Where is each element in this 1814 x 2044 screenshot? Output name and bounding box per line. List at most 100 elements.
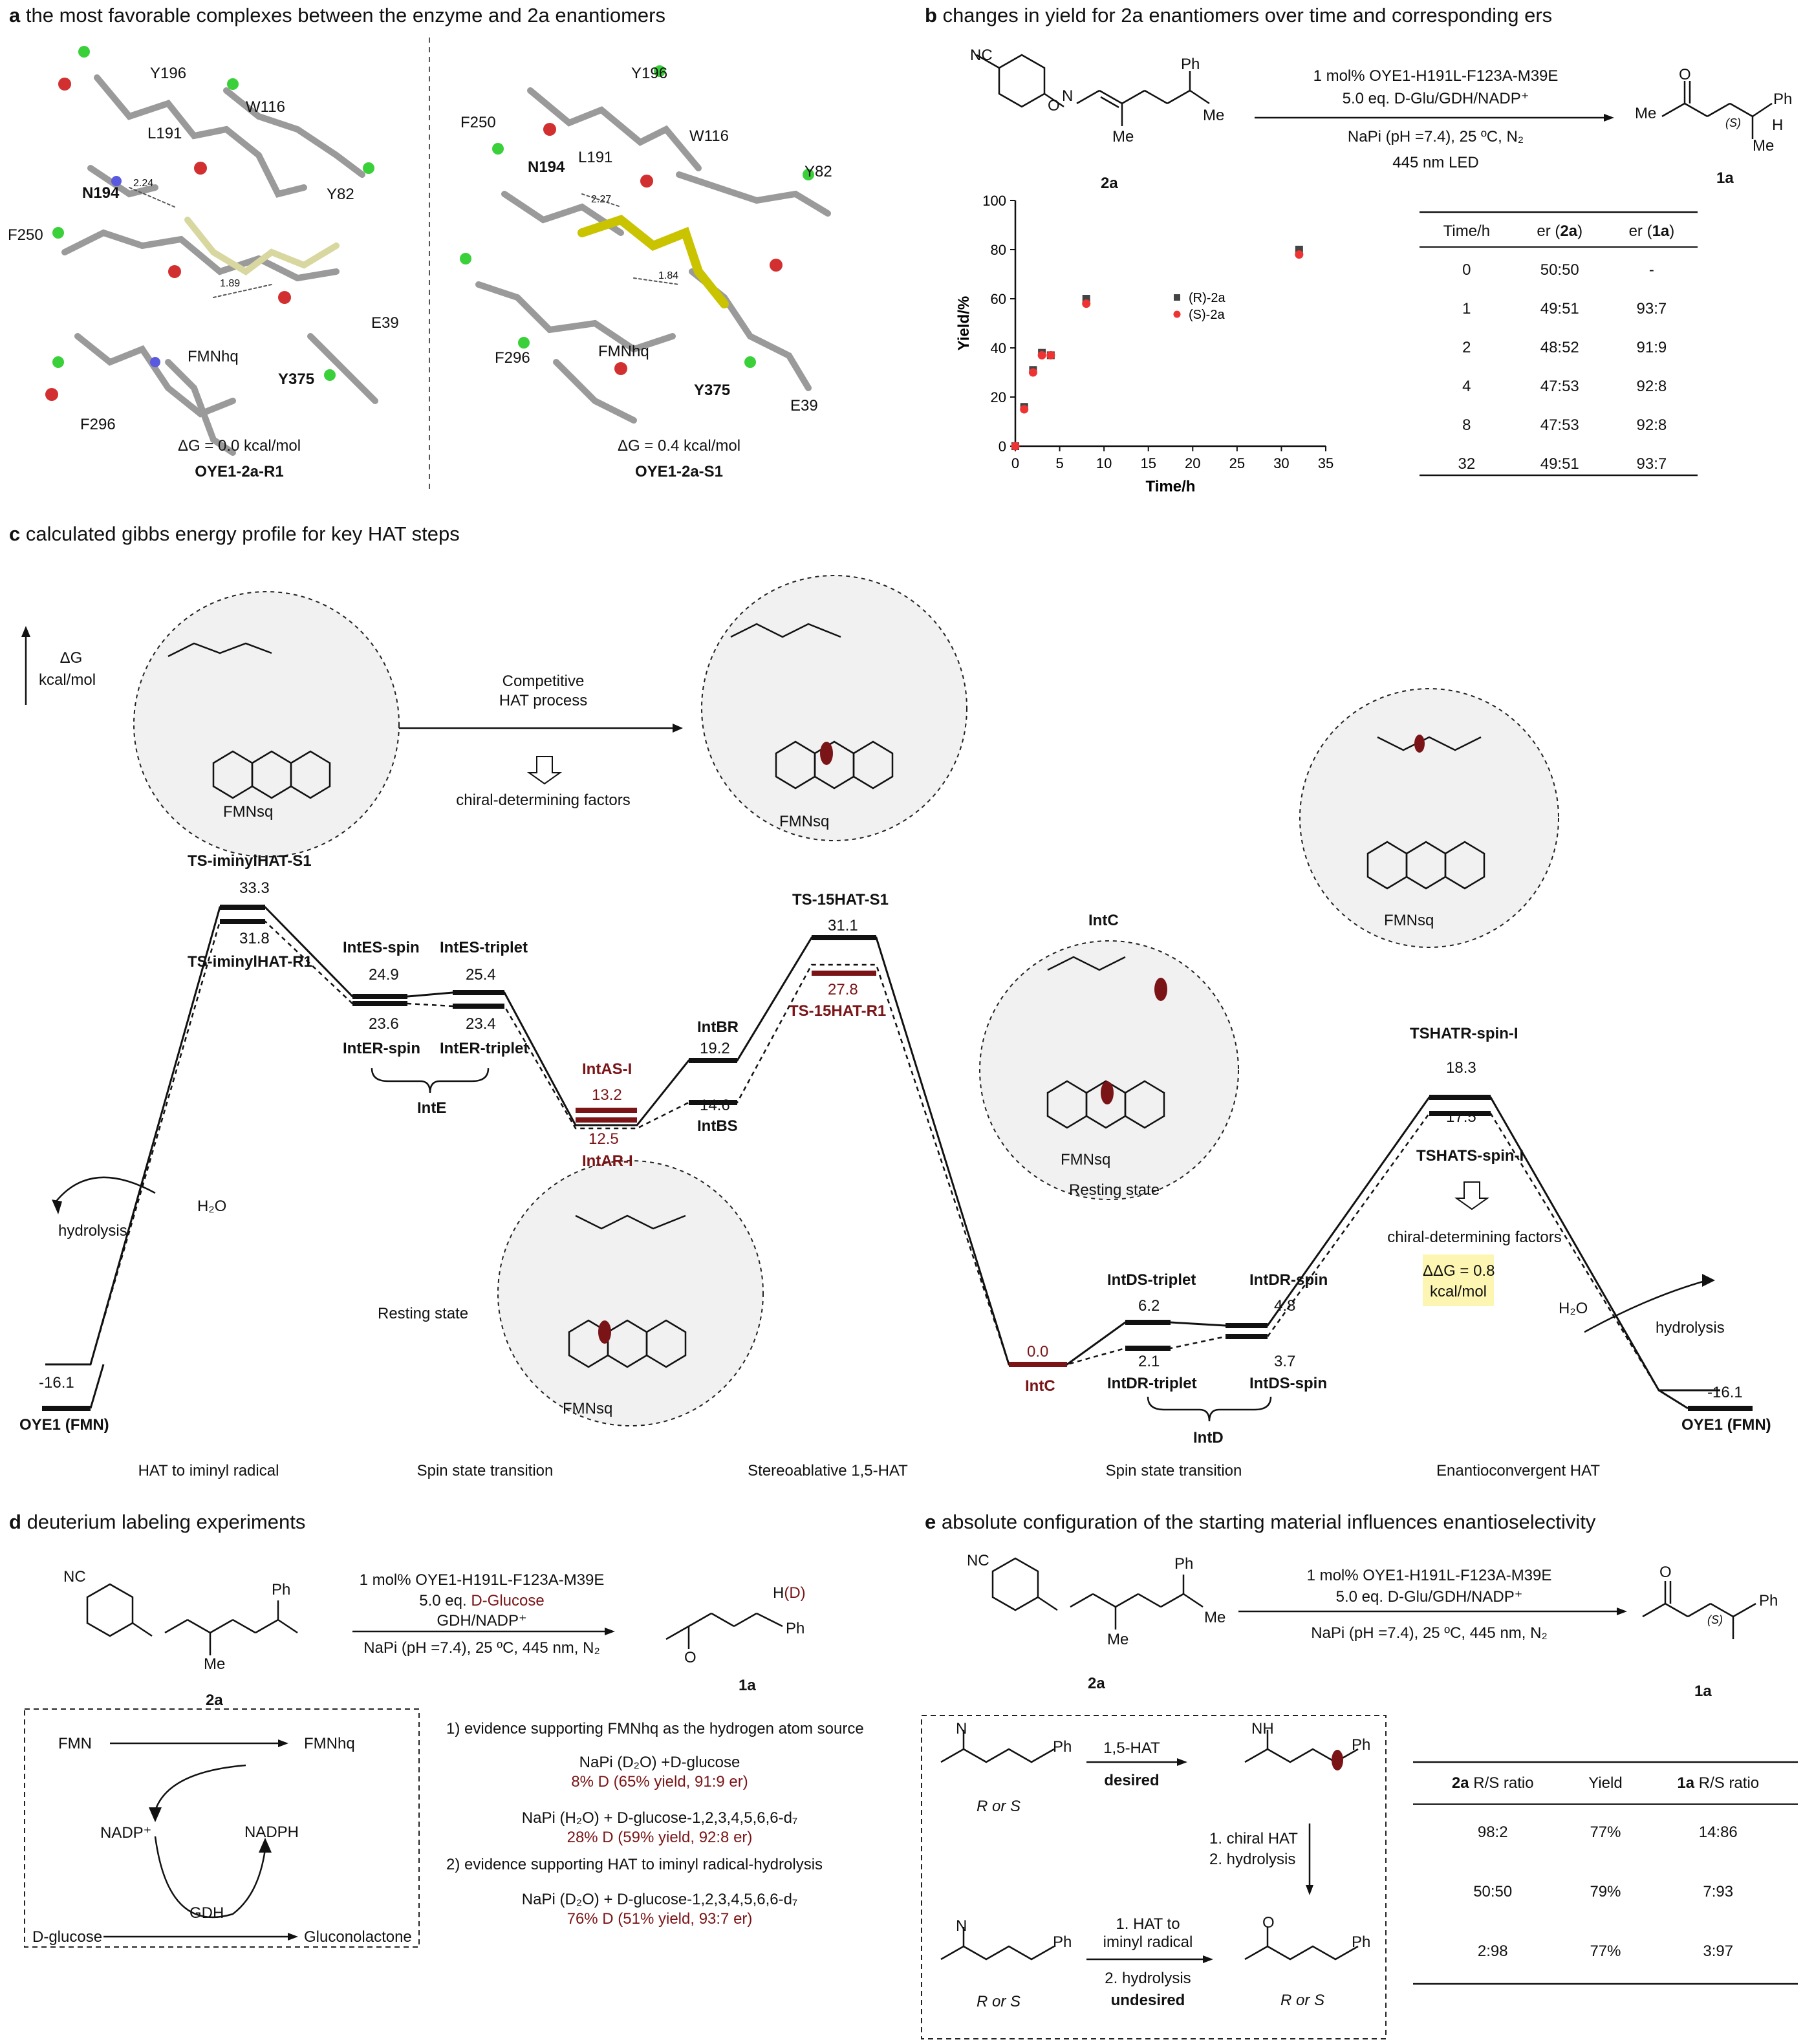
level-name: IntBR xyxy=(697,1018,739,1036)
cycle-fmnhq: FMNhq xyxy=(304,1735,355,1752)
stage-band: Spin state transition xyxy=(1105,1462,1242,1479)
level-value: 27.8 xyxy=(828,981,858,998)
legend-label: (R)-2a xyxy=(1189,291,1226,305)
distance-label: 1.89 xyxy=(220,278,241,289)
cycle-nadph: NADPH xyxy=(244,1823,299,1841)
residue-label: F296 xyxy=(495,349,530,367)
ratio-cell: 3:97 xyxy=(1703,1942,1734,1960)
dg-left: ΔG = 0.0 kcal/mol xyxy=(177,437,301,455)
level-value: 3.7 xyxy=(1274,1353,1296,1370)
legend-label: (S)-2a xyxy=(1189,308,1225,322)
intc-circle-title: IntC xyxy=(1088,912,1119,929)
er-table-row: 4 47:53 92:8 xyxy=(1420,367,1698,406)
level-value: 6.2 xyxy=(1138,1297,1160,1315)
level-name: TS-15HAT-R1 xyxy=(789,1002,887,1020)
y-tick-label: 0 xyxy=(999,438,1006,455)
condition-line: 5.0 eq. D-Glu/GDH/NADP⁺ xyxy=(1335,1588,1523,1606)
er-cell: 92:8 xyxy=(1636,378,1667,395)
y-tick-label: 100 xyxy=(982,193,1006,209)
residue-label: F296 xyxy=(80,416,116,433)
condition-line: GDH/NADP⁺ xyxy=(437,1612,527,1630)
level-group: IntE xyxy=(417,1099,447,1117)
cycle-gluconolactone: Gluconolactone xyxy=(304,1928,412,1946)
er-cell: 48:52 xyxy=(1540,339,1579,356)
er-cell: 47:53 xyxy=(1540,416,1579,434)
residue-label: Y375 xyxy=(278,371,315,388)
fmn-sq-label: FMNsq xyxy=(779,813,830,830)
data-point xyxy=(1011,442,1020,451)
scheme-label: 1. HAT to xyxy=(1116,1915,1180,1933)
y-tick-label: 40 xyxy=(991,340,1006,356)
level-value: 12.5 xyxy=(588,1130,619,1148)
substrate-label: 2a xyxy=(206,1692,223,1709)
data-point xyxy=(1046,350,1055,360)
data-point xyxy=(1020,405,1029,414)
product-label: 1a xyxy=(739,1677,756,1694)
cycle-nadp: NADP⁺ xyxy=(100,1824,152,1842)
scheme-label: 2. hydrolysis xyxy=(1105,1970,1191,1987)
level-name: TSHATR-spin-I xyxy=(1410,1025,1518,1042)
er-header: er (1a) xyxy=(1628,222,1675,240)
er-cell: - xyxy=(1648,261,1654,279)
x-tick-label: 0 xyxy=(1011,455,1019,471)
level-name: TS-iminylHAT-R1 xyxy=(188,953,312,971)
level-value: 31.1 xyxy=(828,917,858,934)
residue-label: F250 xyxy=(460,114,496,131)
x-tick-label: 20 xyxy=(1185,455,1200,471)
stereo-label: R or S xyxy=(977,1993,1021,2010)
er-header: Time/h xyxy=(1443,222,1491,240)
panel-b-heading: b changes in yield for 2a enantiomers ov… xyxy=(925,4,1553,27)
condition-line: 445 nm LED xyxy=(1392,154,1479,171)
er-cell: 47:53 xyxy=(1540,378,1579,395)
chiral-factors-label: chiral-determining factors xyxy=(1387,1229,1562,1246)
evidence-condition: NaPi (D₂O) + D-glucose-1,2,3,4,5,6,6-d₇ xyxy=(521,1891,798,1908)
er-cell: 4 xyxy=(1462,378,1471,395)
scheme-label: 1. chiral HAT xyxy=(1209,1830,1298,1847)
residue-label: F250 xyxy=(8,226,43,244)
level-name: IntDR-triplet xyxy=(1107,1375,1197,1392)
level-name: IntER-spin xyxy=(343,1040,420,1057)
condition-line: NaPi (pH =7.4), 25 ºC, N₂ xyxy=(1347,128,1524,145)
resting-state: Resting state xyxy=(378,1305,469,1322)
evidence-result: 76% D (51% yield, 93:7 er) xyxy=(567,1910,753,1928)
evidence-heading: 1) evidence supporting FMNhq as the hydr… xyxy=(446,1720,864,1737)
x-tick-label: 30 xyxy=(1273,455,1289,471)
protein-structure-left xyxy=(45,46,378,456)
fmn-sq-label: FMNsq xyxy=(563,1400,613,1417)
level-name: IntAS-I xyxy=(582,1060,632,1078)
substrate-label: 2a xyxy=(1101,175,1118,192)
level-group: IntD xyxy=(1193,1429,1224,1447)
level-value: 2.1 xyxy=(1138,1353,1160,1370)
residue-label: E39 xyxy=(790,397,818,414)
panel-d-heading: d deuterium labeling experiments xyxy=(9,1511,306,1533)
product-label: 1a xyxy=(1716,169,1734,187)
condition-line: 5.0 eq. D-Glucose xyxy=(419,1592,545,1609)
panel-a-heading: a the most favorable complexes between t… xyxy=(9,4,665,27)
level-value: 13.2 xyxy=(592,1086,622,1104)
hydrolysis-label: hydrolysis xyxy=(58,1222,127,1240)
level-value: 33.3 xyxy=(239,879,270,897)
energy-profile xyxy=(42,905,1753,1411)
er-cell: 49:51 xyxy=(1540,300,1579,317)
stage-band: Stereoablative 1,5-HAT xyxy=(748,1462,908,1479)
competitive-label: Competitive xyxy=(502,672,585,690)
condition-line: 1 mol% OYE1-H191L-F123A-M39E xyxy=(359,1571,605,1589)
resting-state: Resting state xyxy=(1069,1181,1160,1199)
fmn-sq-label: FMNsq xyxy=(223,803,274,821)
condition-line: NaPi (pH =7.4), 25 ºC, 445 nm, N₂ xyxy=(1311,1624,1548,1642)
level-name: IntAR-I xyxy=(582,1152,633,1170)
evidence-result: 8% D (65% yield, 91:9 er) xyxy=(571,1773,748,1791)
residue-label: FMNhq xyxy=(188,348,239,365)
stereo-label: R or S xyxy=(977,1798,1021,1815)
level-name: IntC xyxy=(1025,1377,1055,1395)
ratio-cell: 98:2 xyxy=(1477,1823,1508,1841)
water-label: H₂O xyxy=(1559,1300,1588,1317)
level-name: IntER-triplet xyxy=(440,1040,529,1057)
structure-2a-b xyxy=(976,54,1210,126)
residue-label: Y375 xyxy=(694,382,731,399)
